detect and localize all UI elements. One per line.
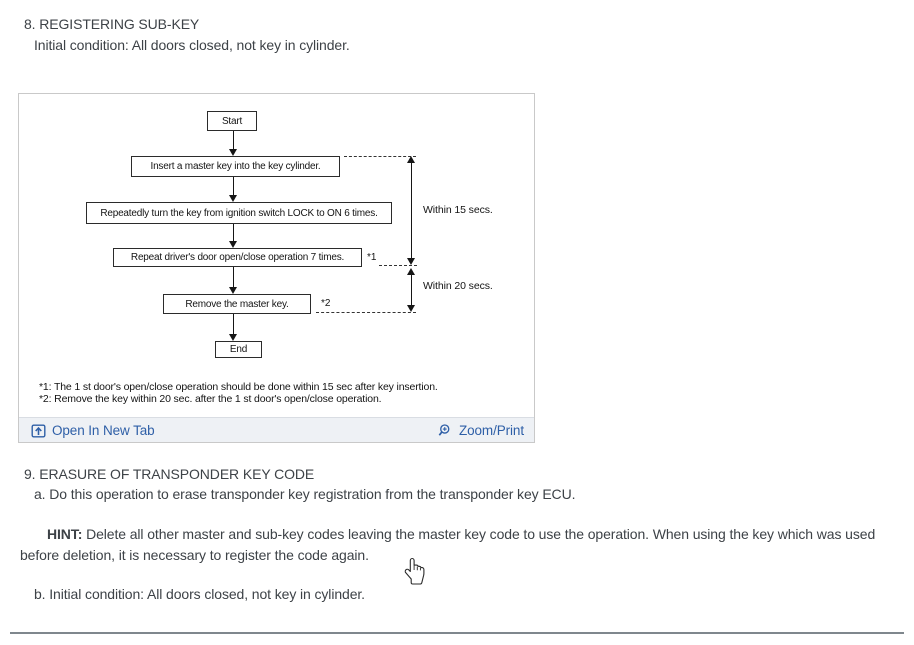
dimension-line-20s (411, 274, 412, 306)
dashed-line-bottom (316, 312, 416, 313)
zoom-print-link[interactable]: Zoom/Print (438, 423, 524, 438)
figure-toolbar: Open In New Tab Zoom/Print (19, 417, 534, 442)
arrow-down-icon (229, 195, 237, 202)
section9-heading: 9. ERASURE OF TRANSPONDER KEY CODE (24, 466, 315, 482)
arrow-up-icon (407, 156, 415, 163)
hint-text: Delete all other master and sub-key code… (20, 526, 876, 563)
flowchart-step2-box: Repeatedly turn the key from ignition sw… (86, 202, 392, 224)
open-in-new-tab-icon (31, 423, 46, 438)
flowchart-step3-box: Repeat driver's door open/close operatio… (113, 248, 362, 267)
dashed-line-middle (379, 265, 417, 266)
section8-heading: 8. REGISTERING SUB-KEY (24, 16, 200, 32)
arrow-down-icon (229, 149, 237, 156)
connector-line (233, 314, 234, 334)
arrow-down-icon (229, 241, 237, 248)
connector-line (233, 267, 234, 287)
hand-cursor-icon (404, 557, 426, 587)
bottom-divider (10, 632, 904, 634)
arrow-down-icon (407, 258, 415, 265)
within-20-secs-label: Within 20 secs. (423, 280, 493, 292)
within-15-secs-label: Within 15 secs. (423, 204, 493, 216)
section9-hint-paragraph: HINT: Delete all other master and sub-ke… (20, 524, 898, 565)
arrow-down-icon (407, 305, 415, 312)
flowchart-start-box: Start (207, 111, 257, 131)
hint-label: HINT: (47, 526, 83, 542)
flowchart-end-box: End (215, 341, 262, 358)
dashed-line-top (344, 156, 416, 157)
section9-item-b: b. Initial condition: All doors closed, … (34, 586, 365, 602)
flowchart-step3-ref: *1 (367, 252, 377, 263)
flowchart-step1-box: Insert a master key into the key cylinde… (131, 156, 340, 177)
connector-line (233, 177, 234, 195)
flowchart-step4-ref: *2 (321, 298, 331, 309)
flowchart-footnote-1: *1: The 1 st door's open/close operation… (39, 381, 438, 393)
section9-item-a: a. Do this operation to erase transponde… (34, 486, 576, 502)
arrow-up-icon (407, 268, 415, 275)
flowchart-figure: Start Insert a master key into the key c… (18, 93, 535, 443)
connector-line (233, 224, 234, 241)
open-in-new-tab-label: Open In New Tab (52, 422, 155, 438)
flowchart-step4-box: Remove the master key. (163, 294, 311, 314)
arrow-down-icon (229, 334, 237, 341)
zoom-magnifier-icon (438, 423, 453, 438)
zoom-print-label: Zoom/Print (458, 422, 524, 438)
arrow-down-icon (229, 287, 237, 294)
dimension-line-15s (411, 162, 412, 260)
flowchart-footnote-2: *2: Remove the key within 20 sec. after … (39, 393, 382, 405)
section8-initial-condition: Initial condition: All doors closed, not… (34, 37, 350, 53)
open-in-new-tab-link[interactable]: Open In New Tab (31, 423, 155, 438)
connector-line (233, 131, 234, 149)
